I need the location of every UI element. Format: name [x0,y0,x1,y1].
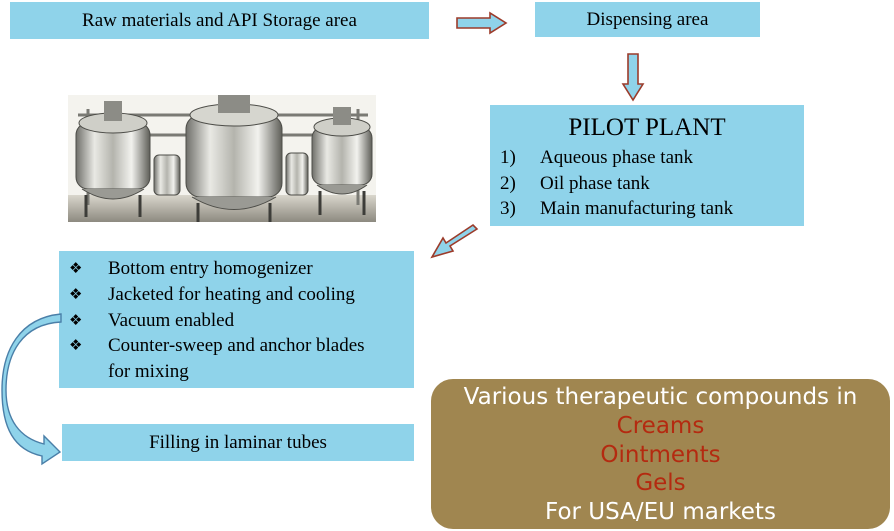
dispensing-label: Dispensing area [586,8,709,30]
feature-item: ❖ Counter-sweep and anchor blades [69,333,404,359]
pilot-item-number: 3) [500,198,516,219]
diamond-bullet-icon: ❖ [69,259,83,277]
products-intro: Various therapeutic compounds in [463,384,858,410]
pilot-plant-item: 3) Main manufacturing tank [500,196,794,222]
pilot-item-number: 2) [500,172,516,194]
therapeutic-products-box: Various therapeutic compounds in Creams … [431,379,890,529]
curved-arrow-icon [1,313,62,466]
pilot-plant-box: PILOT PLANT 1) Aqueous phase tank 2) Oil… [490,105,804,226]
filling-label: Filling in laminar tubes [149,431,327,453]
diagonal-arrow-icon [430,223,479,259]
down-arrow-icon [621,53,645,102]
feature-label: Bottom entry homogenizer [108,258,313,279]
feature-label: Counter-sweep and anchor blades [108,335,365,357]
product-type: Gels [635,470,686,497]
diamond-bullet-icon: ❖ [69,284,83,303]
pilot-plant-equipment-image [68,95,376,222]
feature-label: for mixing [108,361,189,383]
feature-label: Vacuum enabled [108,309,235,331]
pilot-item-label: Main manufacturing tank [540,198,734,219]
pilot-plant-item: 1) Aqueous phase tank [500,145,794,171]
right-arrow-icon [456,11,508,35]
filling-box: Filling in laminar tubes [62,424,414,461]
feature-item: ❖ Bottom entry homogenizer [69,256,404,282]
raw-materials-label: Raw materials and API Storage area [82,9,357,31]
product-type: Ointments [600,441,721,468]
pilot-plant-item: 2) Oil phase tank [500,171,794,197]
diamond-bullet-icon: ❖ [69,310,83,329]
homogenizer-features-box: ❖ Bottom entry homogenizer ❖ Jacketed fo… [59,251,414,388]
product-type: Creams [616,412,705,439]
products-markets: For USA/EU markets [545,499,776,526]
diamond-bullet-icon: ❖ [69,336,83,355]
pilot-item-number: 1) [500,147,516,168]
dispensing-box: Dispensing area [535,2,760,37]
feature-item: ❖ Jacketed for heating and cooling [69,282,404,308]
pilot-plant-title: PILOT PLANT [568,114,726,141]
feature-item-continued: for mixing [69,359,404,385]
pilot-item-label: Oil phase tank [540,172,650,194]
feature-label: Jacketed for heating and cooling [108,283,355,305]
raw-materials-box: Raw materials and API Storage area [10,2,429,39]
pilot-item-label: Aqueous phase tank [540,147,694,168]
feature-item: ❖ Vacuum enabled [69,308,404,334]
